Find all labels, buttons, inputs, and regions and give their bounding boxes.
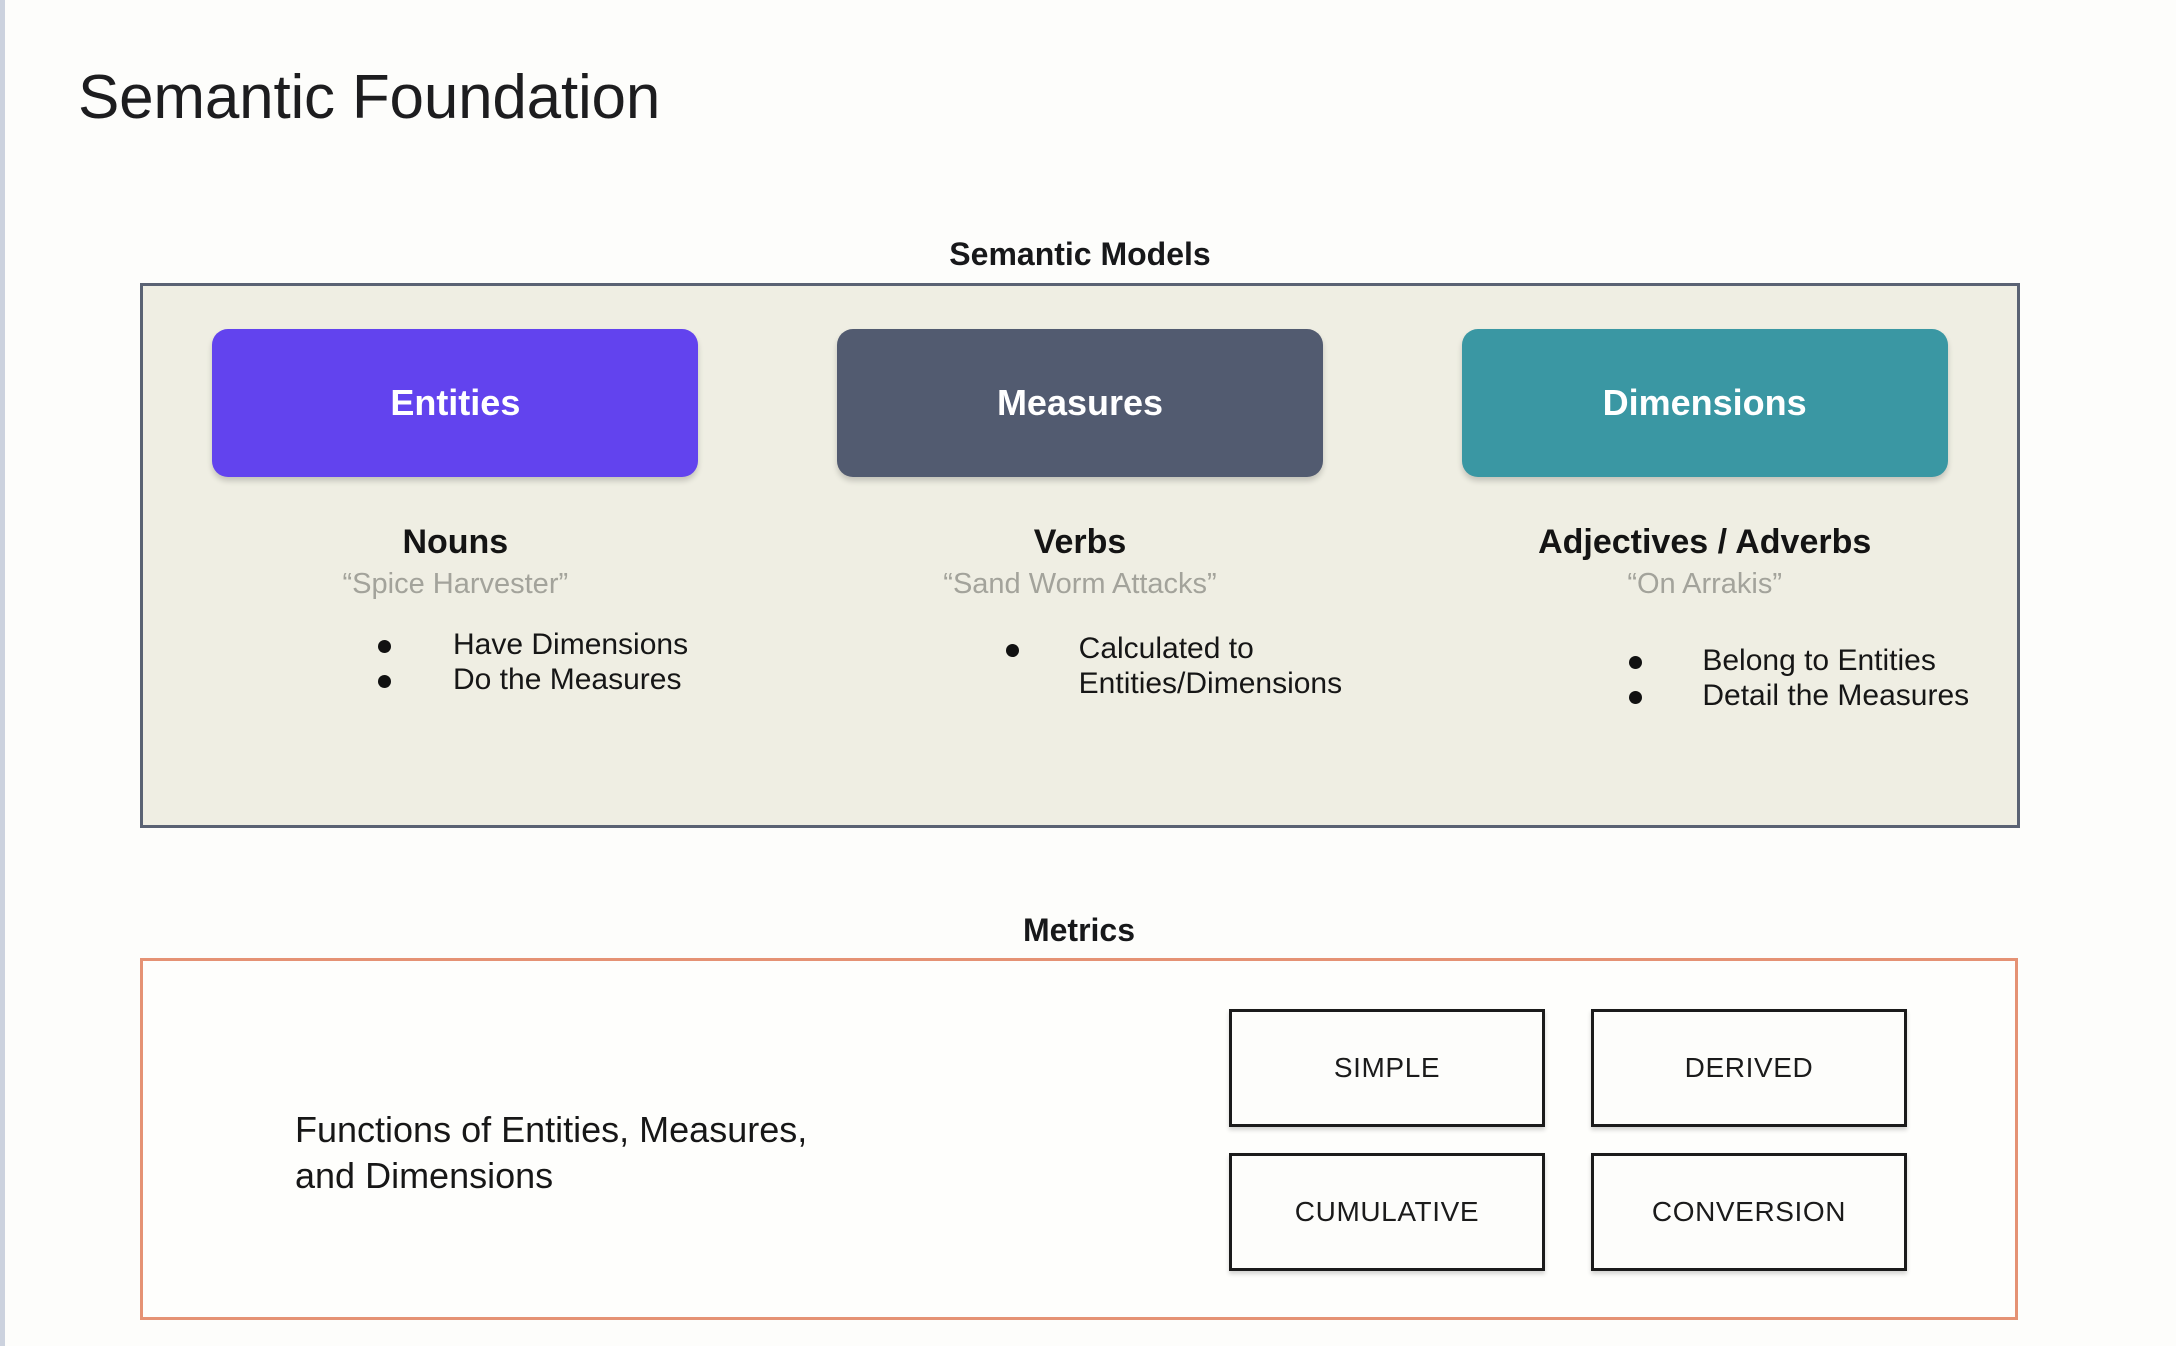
chip-entities[interactable]: Entities (212, 329, 699, 477)
entities-bullet-0: Have Dimensions (453, 628, 689, 661)
model-column-dimensions: Dimensions Adjectives / Adverbs “On Arra… (1392, 286, 2017, 825)
chip-entities-label: Entities (390, 382, 521, 423)
dimensions-bullet-1: Detail the Measures (1702, 679, 1970, 713)
metric-box-conversion[interactable]: CONVERSION (1591, 1153, 1907, 1271)
list-item: Calculated to Entities/Dimensions (768, 631, 1393, 702)
page-title: Semantic Foundation (78, 63, 661, 132)
list-item: Do the Measures (143, 662, 768, 697)
metrics-caption: Metrics (1022, 912, 1136, 948)
semantic-models-panel: Entities Nouns “Spice Harvester” Have Di… (140, 283, 2020, 828)
semantic-models-grid: Entities Nouns “Spice Harvester” Have Di… (143, 286, 2017, 825)
bullet-dot-icon (1005, 644, 1019, 657)
list-item: Have Dimensions (143, 627, 768, 662)
entities-example: “Spice Harvester” (342, 568, 569, 600)
metric-box-simple[interactable]: SIMPLE (1229, 1009, 1545, 1127)
bullet-dot-icon (1629, 691, 1643, 705)
bullet-dot-icon (378, 675, 391, 689)
dimensions-example: “On Arrakis” (1627, 568, 1783, 600)
metrics-panel: Functions of Entities, Measures, and Dim… (140, 958, 2018, 1320)
metric-box-cumulative[interactable]: CUMULATIVE (1229, 1153, 1545, 1271)
semantic-models-caption: Semantic Models (949, 236, 1211, 272)
entities-bullet-1: Do the Measures (453, 663, 682, 697)
metrics-description: Functions of Entities, Measures, and Dim… (295, 1107, 807, 1199)
bullet-dot-icon (1629, 656, 1643, 669)
list-item: Detail the Measures (1392, 678, 2017, 713)
chip-measures-label: Measures (996, 382, 1164, 423)
list-item: Belong to Entities (1392, 643, 2017, 678)
chip-dimensions[interactable]: Dimensions (1461, 329, 1948, 477)
entities-part-of-speech: Nouns (402, 523, 509, 561)
measures-example: “Sand Worm Attacks” (943, 568, 1217, 600)
metrics-description-line-2: and Dimensions (295, 1155, 554, 1197)
dimensions-bullet-list: Belong to Entities Detail the Measures (1392, 643, 2017, 714)
model-column-measures: Measures Verbs “Sand Worm Attacks” Calcu… (768, 286, 1393, 825)
model-column-entities: Entities Nouns “Spice Harvester” Have Di… (143, 286, 768, 825)
bullet-dot-icon (378, 640, 391, 653)
measures-bullet-list: Calculated to Entities/Dimensions (768, 631, 1393, 702)
chip-measures[interactable]: Measures (837, 329, 1323, 477)
chip-dimensions-label: Dimensions (1602, 382, 1807, 423)
entities-bullet-list: Have Dimensions Do the Measures (143, 627, 768, 698)
left-edge-strip (0, 0, 5, 1346)
metric-box-derived[interactable]: DERIVED (1591, 1009, 1907, 1127)
measures-bullet-0: Calculated to Entities/Dimensions (1078, 632, 1343, 701)
dimensions-bullet-0: Belong to Entities (1702, 644, 1936, 677)
measures-part-of-speech: Verbs (1033, 523, 1127, 561)
dimensions-part-of-speech: Adjectives / Adverbs (1538, 523, 1872, 561)
metric-type-grid: SIMPLE DERIVED CUMULATIVE CONVERSION (1229, 1009, 1907, 1271)
metrics-description-line-1: Functions of Entities, Measures, (295, 1109, 808, 1150)
